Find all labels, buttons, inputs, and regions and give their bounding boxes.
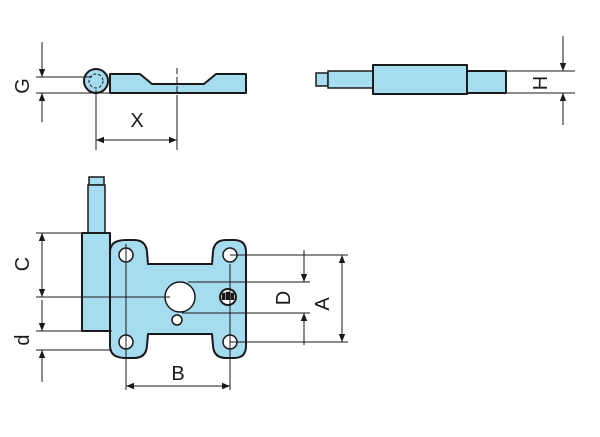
label-D: D [273, 291, 295, 305]
screw-icon [219, 288, 237, 306]
hinge-body [372, 64, 468, 95]
label-C: C [12, 257, 34, 271]
dimension-B: B [126, 363, 230, 390]
dimension-D: D [182, 250, 310, 345]
pin-tip [315, 72, 329, 87]
dimension-d: d [12, 300, 112, 382]
side-plate-profile [109, 73, 247, 94]
label-H: H [530, 76, 552, 90]
pin-top [88, 176, 105, 186]
label-G: G [12, 78, 34, 94]
pin-shaft [327, 70, 374, 89]
pin-hidden-circle [88, 73, 104, 89]
label-A: A [312, 297, 334, 311]
side-view-left [83, 68, 247, 100]
hinge-knuckle [81, 232, 111, 332]
side-view-right [315, 64, 507, 95]
front-view [81, 176, 247, 390]
pin-end-circle [83, 68, 109, 94]
dimension-C: C [12, 232, 170, 298]
pin-upper [87, 184, 106, 234]
label-X: X [130, 110, 143, 132]
plate-edge [466, 70, 507, 94]
label-B: B [171, 363, 184, 385]
dimension-A: A [230, 254, 348, 343]
dimension-X: X [95, 90, 178, 150]
dimension-H: H [506, 36, 575, 125]
dimension-G: G [12, 42, 110, 122]
label-d: d [12, 334, 34, 345]
small-hole [171, 314, 183, 326]
